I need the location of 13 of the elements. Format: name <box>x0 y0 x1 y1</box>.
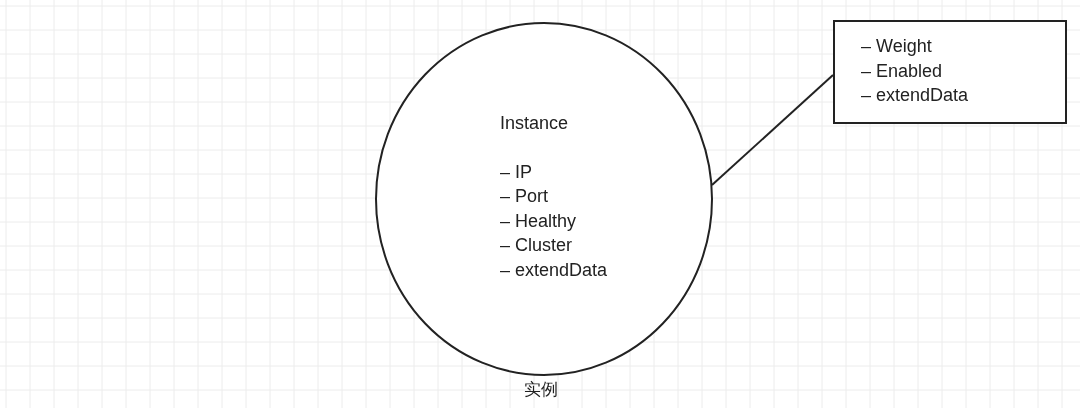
list-item: – extendData <box>500 259 608 281</box>
node-title: Instance <box>500 112 569 134</box>
list-item: – Healthy <box>500 210 577 232</box>
list-item: – extendData <box>861 84 969 106</box>
list-item: – Weight <box>861 35 932 57</box>
circle-node <box>375 22 713 376</box>
list-item: – Port <box>500 185 549 207</box>
list-item: – Cluster <box>500 234 573 256</box>
list-item: – Enabled <box>861 60 943 82</box>
list-item: – IP <box>500 161 533 183</box>
node-label: 实例 <box>524 379 558 401</box>
connector-line <box>711 74 834 186</box>
attribute-box <box>833 20 1067 124</box>
